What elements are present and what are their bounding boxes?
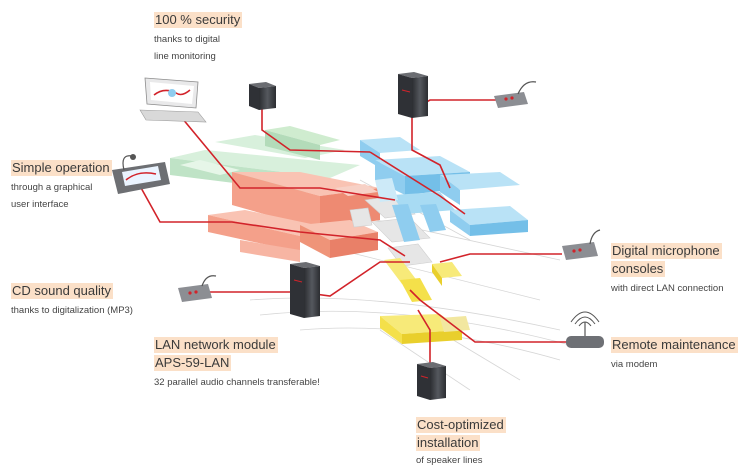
microphone-console-icon xyxy=(178,275,217,302)
feature-title: LAN network module xyxy=(154,337,278,353)
line-blue-bus xyxy=(369,151,466,215)
server-rack-icon xyxy=(398,72,428,118)
feature-subtitle: of speaker lines xyxy=(416,452,506,469)
feature-subtitle-line: thanks to digitalization (MP3) xyxy=(11,305,133,316)
feature-subtitle: 32 parallel audio channels transferable! xyxy=(154,374,320,391)
feature-title: Simple operation xyxy=(11,160,112,176)
feature-title: 100 % security xyxy=(154,12,243,28)
feature-subtitle-line: line monitoring xyxy=(154,51,216,62)
feature-subtitle: thanks to digital line monitoring xyxy=(154,31,242,65)
line-remote xyxy=(409,289,566,343)
feature-subtitle-line: thanks to digital xyxy=(154,34,221,45)
feature-mic-consoles: Digital microphone consoles with direct … xyxy=(611,242,723,297)
feature-cost-optimized: Cost-optimized installation of speaker l… xyxy=(416,416,506,469)
feature-lan-module: LAN network module APS-59-LAN 32 paralle… xyxy=(154,336,320,391)
microphone-console-icon xyxy=(494,81,537,108)
touch-panel-icon xyxy=(112,154,170,194)
feature-title: Cost-optimized xyxy=(416,417,506,433)
microphone-console-icon xyxy=(562,229,601,260)
building-zone-yellow xyxy=(380,258,470,344)
feature-subtitle: through a graphical user interface xyxy=(11,179,112,213)
feature-remote-maintenance: Remote maintenance via modem xyxy=(611,336,738,373)
feature-title: CD sound quality xyxy=(11,283,113,299)
server-rack-icon xyxy=(417,362,446,400)
feature-subtitle-line: via modem xyxy=(611,359,658,370)
feature-subtitle: thanks to digitalization (MP3) xyxy=(11,302,133,319)
server-rack-icon xyxy=(249,82,276,110)
modem-icon xyxy=(566,311,604,348)
computer-icon xyxy=(139,77,207,123)
building-zone-blue xyxy=(360,137,528,242)
line-rack-top xyxy=(261,108,371,153)
feature-cd-sound: CD sound quality thanks to digitalizatio… xyxy=(11,282,133,319)
feature-subtitle-line: through a graphical xyxy=(11,182,93,193)
feature-simple-operation: Simple operation through a graphical use… xyxy=(11,159,112,213)
feature-subtitle-line: user interface xyxy=(11,199,69,210)
feature-title: consoles xyxy=(611,261,666,277)
feature-title: Remote maintenance xyxy=(611,337,738,353)
feature-title: Digital microphone xyxy=(611,243,722,259)
feature-title: installation xyxy=(416,435,481,451)
feature-security: 100 % security thanks to digital line mo… xyxy=(154,11,243,65)
line-lan-rack xyxy=(206,261,410,297)
line-cost xyxy=(417,309,431,368)
feature-subtitle: with direct LAN connection xyxy=(611,280,723,297)
line-rack-right xyxy=(411,112,451,189)
line-computer xyxy=(181,117,396,201)
server-rack-icon xyxy=(290,262,320,318)
line-mic-right xyxy=(439,253,562,263)
feature-subtitle-line: with direct LAN connection xyxy=(611,283,724,294)
feature-subtitle-line: of speaker lines xyxy=(416,455,483,466)
line-panel xyxy=(139,185,406,257)
feature-title: APS-59-LAN xyxy=(154,355,232,371)
feature-subtitle-line: 32 parallel audio channels transferable! xyxy=(154,377,320,388)
feature-subtitle: via modem xyxy=(611,356,738,373)
